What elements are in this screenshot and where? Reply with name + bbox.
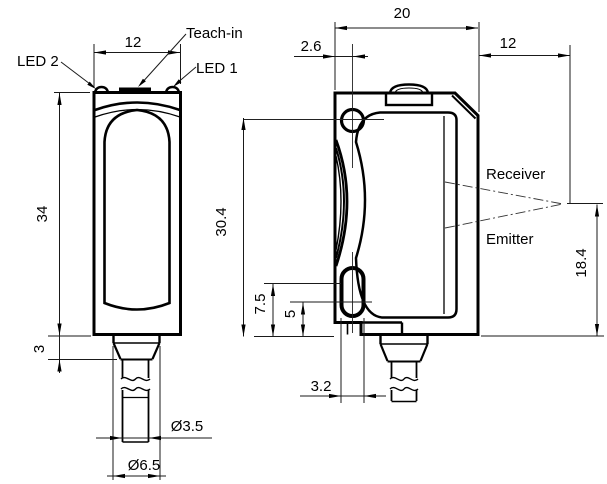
dim-front-width: 12 bbox=[125, 34, 142, 51]
led2-label: LED 2 bbox=[17, 53, 59, 70]
text-labels: LED 2 Teach-in LED 1 12 34 3 Ø3.5 Ø6.5 2… bbox=[17, 5, 590, 474]
optical-axes bbox=[444, 181, 564, 229]
dim-hole-height: 30.4 bbox=[213, 207, 230, 236]
dim-front-clearance: 12 bbox=[500, 35, 517, 52]
led1-bump bbox=[164, 85, 181, 93]
chamfer-inner-line bbox=[451, 94, 477, 120]
cable-gland-front bbox=[112, 334, 161, 361]
dim-slot-width: 3.2 bbox=[311, 378, 332, 395]
dim-cable-diameter: Ø3.5 bbox=[171, 418, 204, 435]
dim-gland-diameter: Ø6.5 bbox=[128, 457, 161, 474]
dim-side-depth: 20 bbox=[394, 5, 411, 22]
cable-gland-side bbox=[379, 335, 429, 363]
dim-slot-top: 7.5 bbox=[252, 294, 269, 315]
teach-in-label: Teach-in bbox=[186, 25, 243, 42]
front-view bbox=[92, 85, 182, 443]
leader-lines bbox=[60, 33, 197, 89]
dim-slot-mid: 5 bbox=[282, 310, 299, 318]
front-top-arc bbox=[94, 101, 181, 112]
dim-front-collar: 3 bbox=[31, 345, 48, 353]
receiver-axis bbox=[444, 181, 564, 205]
side-inner-window bbox=[354, 111, 458, 319]
led2-leader bbox=[60, 61, 95, 88]
cable-side bbox=[389, 361, 419, 403]
teach-in-leader bbox=[139, 33, 187, 86]
dimension-lines bbox=[57, 25, 600, 479]
bottom-step bbox=[335, 321, 404, 335]
side-body-outline bbox=[333, 91, 480, 336]
front-body-outline bbox=[92, 91, 182, 336]
emitter-axis bbox=[444, 203, 564, 229]
cable-break-side bbox=[389, 376, 419, 382]
receiver-label: Receiver bbox=[486, 166, 545, 183]
led1-label: LED 1 bbox=[196, 60, 238, 77]
cable-front bbox=[120, 359, 151, 443]
dim-hole-offset: 2.6 bbox=[301, 38, 322, 55]
teach-button-side bbox=[384, 83, 434, 107]
dim-axis-height: 18.4 bbox=[573, 248, 590, 277]
dim-front-height: 34 bbox=[34, 206, 51, 223]
extension-lines bbox=[48, 22, 604, 480]
cable-break-front bbox=[120, 376, 151, 382]
lens-side-arcs bbox=[334, 139, 349, 267]
lens-window bbox=[103, 108, 171, 311]
led2-bump bbox=[93, 85, 110, 93]
emitter-label: Emitter bbox=[486, 231, 534, 248]
